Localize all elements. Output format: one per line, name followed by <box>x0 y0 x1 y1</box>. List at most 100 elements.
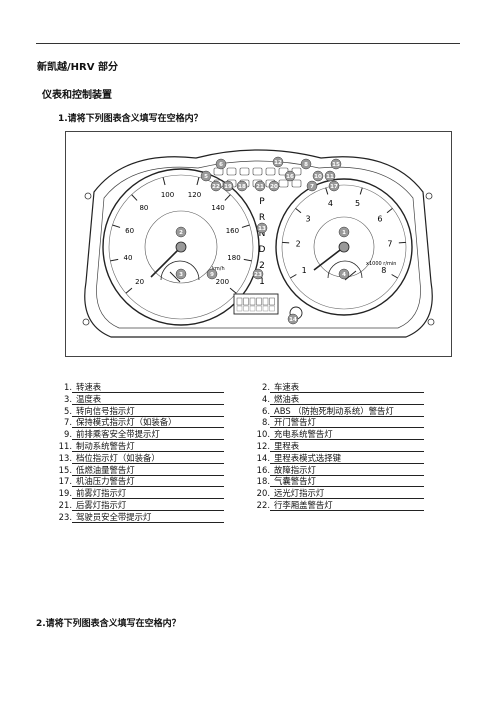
legend-item: 3.温度表 <box>58 393 224 405</box>
speed-tick <box>110 258 119 262</box>
legend-label: 机油压力警告灯 <box>72 476 224 488</box>
legend-label: 里程表模式选择键 <box>270 453 424 464</box>
tach-tick-label: 5 <box>355 199 360 208</box>
callout-4: 4 <box>338 268 350 280</box>
legend-item: 17.机油压力警告灯 <box>58 475 224 488</box>
legend-item: 10.充电系统警告灯 <box>256 428 424 441</box>
legend-item: 5.转向信号指示灯 <box>58 405 224 417</box>
speed-unit: km/h <box>212 266 225 272</box>
callout-number: 14 <box>289 317 297 323</box>
callout-badge <box>256 222 268 234</box>
callout-19: 19 <box>222 180 234 192</box>
legend-number: 14. <box>256 452 270 463</box>
callout-9: 9 <box>206 268 218 280</box>
callout-17: 17 <box>328 180 340 192</box>
speed-tick <box>196 177 200 186</box>
odometer-digits <box>236 297 275 312</box>
odometer-digit-cell <box>262 297 269 306</box>
speed-tick-label: 80 <box>139 204 148 212</box>
callout-badge <box>175 226 187 238</box>
callout-number: 8 <box>304 162 308 168</box>
legend-label: 低燃油量警告灯 <box>72 465 224 476</box>
legend-item: 18.气囊警告灯 <box>256 475 424 488</box>
callout-number: 19 <box>224 184 232 190</box>
callout-badge <box>287 313 299 325</box>
legend-number: 20. <box>256 488 270 499</box>
tach-tick <box>398 241 406 244</box>
warning-lamp-icon <box>226 167 237 176</box>
callout-number: 3 <box>179 272 183 278</box>
mount-hole-left-bottom <box>82 318 90 326</box>
callout-badge <box>252 268 264 280</box>
legend-label: 前排乘客安全带提示灯 <box>72 429 224 441</box>
tach-tick-label: 2 <box>296 240 301 249</box>
callout-number: 18 <box>238 184 246 190</box>
mount-hole-right-bottom <box>427 318 435 326</box>
trip-digit-cell <box>262 305 269 312</box>
cluster-inner-rim <box>96 160 421 329</box>
callout-1: 1 <box>338 226 350 238</box>
callout-number: 9 <box>210 272 214 278</box>
temperature-subgauge <box>160 260 200 281</box>
speed-tick <box>241 224 250 228</box>
callout-15: 15 <box>330 158 342 170</box>
callout-22: 22 <box>210 180 222 192</box>
warning-lamp-icon <box>278 179 289 188</box>
gear-letter: 1 <box>259 277 265 287</box>
callout-number: 10 <box>314 174 322 180</box>
speed-tick <box>162 177 166 186</box>
odometer-display <box>233 293 279 315</box>
trip-digit-cell <box>243 305 249 312</box>
trip-digit-cell <box>236 305 243 312</box>
question-1: 1.请将下列图表含义填写在空格内？ <box>58 114 203 124</box>
legend-label: 车速表 <box>270 382 424 393</box>
callout-2: 2 <box>175 226 187 238</box>
odometer-digit-cell <box>236 297 243 306</box>
callout-6: 6 <box>215 158 227 170</box>
legend-number: 23. <box>58 511 72 522</box>
gear-letter: D <box>259 245 266 255</box>
gear-letter: N <box>259 229 266 239</box>
tach-unit: x1000 r/min <box>366 261 396 267</box>
tach-tick <box>295 207 302 214</box>
callout-16: 16 <box>284 170 296 182</box>
tach-tick-label: 4 <box>328 199 333 208</box>
legend-number: 7. <box>64 417 72 428</box>
tach-tick <box>282 241 290 244</box>
legend-label: 故障指示灯 <box>270 465 424 476</box>
tach-tick <box>325 187 329 195</box>
speed-tick-label: 60 <box>125 227 134 235</box>
legend-label: 行李厢盖警告灯 <box>270 500 424 511</box>
legend-item: 1.转速表 <box>58 381 224 393</box>
callout-number: 23 <box>254 272 262 278</box>
cluster-housing <box>84 149 433 338</box>
callout-20: 20 <box>268 180 280 192</box>
mount-hole-left-top <box>84 192 92 200</box>
callout-number: 12 <box>274 160 282 166</box>
gear-letter: R <box>259 213 265 223</box>
callout-badge <box>222 180 234 192</box>
trip-digit-cell <box>249 305 256 312</box>
odometer-digit-cell <box>243 297 249 306</box>
odometer-digit-cell <box>256 297 262 306</box>
tach-tick <box>359 187 363 195</box>
speed-tick <box>243 258 252 262</box>
legend-item: 16.故障指示灯 <box>256 464 424 476</box>
fuel-subgauge <box>327 260 363 279</box>
callout-number: 22 <box>212 184 220 190</box>
fuel-needle <box>344 270 357 281</box>
callout-number: 6 <box>219 162 223 168</box>
warning-lamp-icon <box>252 167 263 176</box>
legend-item: 21.后雾灯指示灯 <box>58 499 224 511</box>
legend-item: 14.里程表模式选择键 <box>256 452 424 464</box>
legend-number: 11. <box>58 441 72 451</box>
callout-badge <box>215 158 227 170</box>
legend-label: 档位指示灯（如装备） <box>72 453 224 464</box>
callout-number: 11 <box>326 174 334 180</box>
legend-item: 11.制动系统警告灯 <box>58 440 224 452</box>
callout-number: 7 <box>310 184 314 190</box>
legend-label: 燃油表 <box>270 394 424 405</box>
callout-badge <box>330 158 342 170</box>
